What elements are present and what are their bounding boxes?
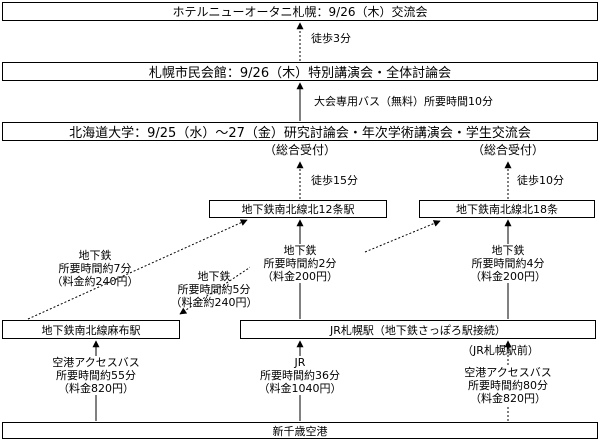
hokkaido-university-box: 北海道大学：9/25（水）～27（金）研究討論会・年次学術講演会・学生交流会 <box>2 122 598 141</box>
jr-sapporo-station-label: JR札幌駅（地下鉄さっぽろ駅接続） <box>330 323 506 337</box>
route-airport-to-asabu: 空港アクセスバス 所要時間約55分 （料金820円） <box>40 356 152 395</box>
route-n12-to-hokudai: 徒歩15分 <box>311 174 358 187</box>
route-line: （料金820円） <box>58 382 134 395</box>
route-line: （料金200円） <box>262 270 338 283</box>
route-civic-to-hotel: 徒歩3分 <box>311 32 351 45</box>
asabu-station-label: 地下鉄南北線麻布駅 <box>41 323 141 337</box>
route-jr-to-n18: 地下鉄 所要時間約4分 （料金200円） <box>458 244 558 283</box>
route-airport-to-jr-bus: 空港アクセスバス 所要時間約80分 （料金820円） <box>452 366 564 405</box>
hotel-newotani-box: ホテルニューオータニ札幌：9/26（木）交流会 <box>2 2 598 21</box>
route-hokudai-to-civic: 大会専用バス（無料）所要時間10分 <box>314 95 493 108</box>
jr-bus-stop-note: （JR札幌駅前） <box>462 344 539 357</box>
route-jr-to-n12: 地下鉄 所要時間約2分 （料金200円） <box>250 244 350 283</box>
route-asabu-to-n12: 地下鉄 所要時間約7分 （料金約240円） <box>50 249 140 288</box>
route-line: 所要時間約4分 <box>471 257 545 270</box>
hokudai-box-label: 北海道大学：9/25（水）～27（金）研究討論会・年次学術講演会・学生交流会 <box>69 126 531 141</box>
jr-sapporo-station-box: JR札幌駅（地下鉄さっぽろ駅接続） <box>240 320 596 339</box>
new-chitose-airport-box: 新千歳空港 <box>2 422 598 439</box>
kita18-station-label: 地下鉄南北線北18条 <box>456 203 558 216</box>
route-line: （料金約240円） <box>51 275 139 288</box>
asabu-station-box: 地下鉄南北線麻布駅 <box>2 320 180 339</box>
route-line: （料金820円） <box>470 392 546 405</box>
route-line: （料金1040円） <box>258 382 342 395</box>
kita12-station-box: 地下鉄南北線北12条駅 <box>209 200 387 218</box>
route-n18-to-hokudai: 徒歩10分 <box>517 174 564 187</box>
route-airport-to-jr: JR 所要時間約36分 （料金1040円） <box>250 356 350 395</box>
route-jr-to-asabu: 地下鉄 所要時間約5分 （料金約240円） <box>162 270 266 309</box>
route-line: （料金約240円） <box>170 296 258 309</box>
subway-jr-n18-arrow <box>364 220 441 253</box>
route-line: 地下鉄 <box>283 244 317 257</box>
route-line: JR <box>294 356 306 369</box>
route-line: （料金200円） <box>470 270 546 283</box>
route-line: 所要時間約7分 <box>58 262 132 275</box>
route-line: 空港アクセスバス <box>52 356 140 369</box>
route-line: 所要時間約5分 <box>177 283 251 296</box>
subway-asabu-n12-arrow <box>27 219 248 320</box>
route-line: 地下鉄 <box>78 249 112 262</box>
reception-note-right: （総合受付） <box>471 143 544 157</box>
airport-box-label: 新千歳空港 <box>272 424 328 438</box>
civic-hall-box-label: 札幌市民会館：9/26（木）特別講演会・全体討論会 <box>148 66 452 81</box>
route-line: 所要時間約2分 <box>263 257 337 270</box>
route-line: 所要時間約80分 <box>468 379 548 392</box>
route-line: 所要時間約36分 <box>260 369 340 382</box>
reception-note-left: （総合受付） <box>263 143 336 157</box>
route-line: 空港アクセスバス <box>464 366 552 379</box>
hotel-box-label: ホテルニューオータニ札幌：9/26（木）交流会 <box>172 5 428 19</box>
route-line: 所要時間約55分 <box>56 369 136 382</box>
route-line: 地下鉄 <box>491 244 525 257</box>
kita18-station-box: 地下鉄南北線北18条 <box>419 200 595 218</box>
sapporo-civic-hall-box: 札幌市民会館：9/26（木）特別講演会・全体討論会 <box>2 62 598 81</box>
route-line: 地下鉄 <box>197 270 231 283</box>
kita12-station-label: 地下鉄南北線北12条駅 <box>241 203 355 216</box>
